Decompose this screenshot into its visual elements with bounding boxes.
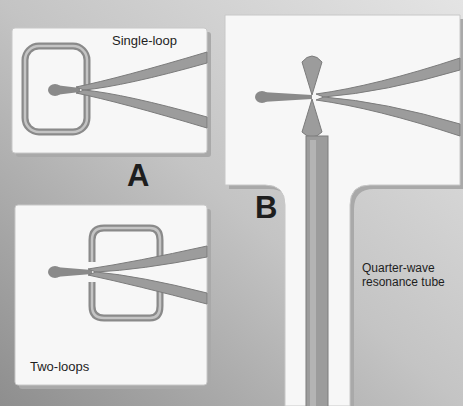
part-label: Quarter-wave resonance tube [362,262,454,290]
panel-letter: A [127,158,149,194]
panel-title: Two-loops [30,360,89,375]
two-loops-plate [15,205,211,389]
panel-letter: B [255,190,277,226]
panel-title: Single-loop [112,34,177,49]
resonance-tube-plate [225,15,463,406]
single-loop-plate [12,28,211,157]
